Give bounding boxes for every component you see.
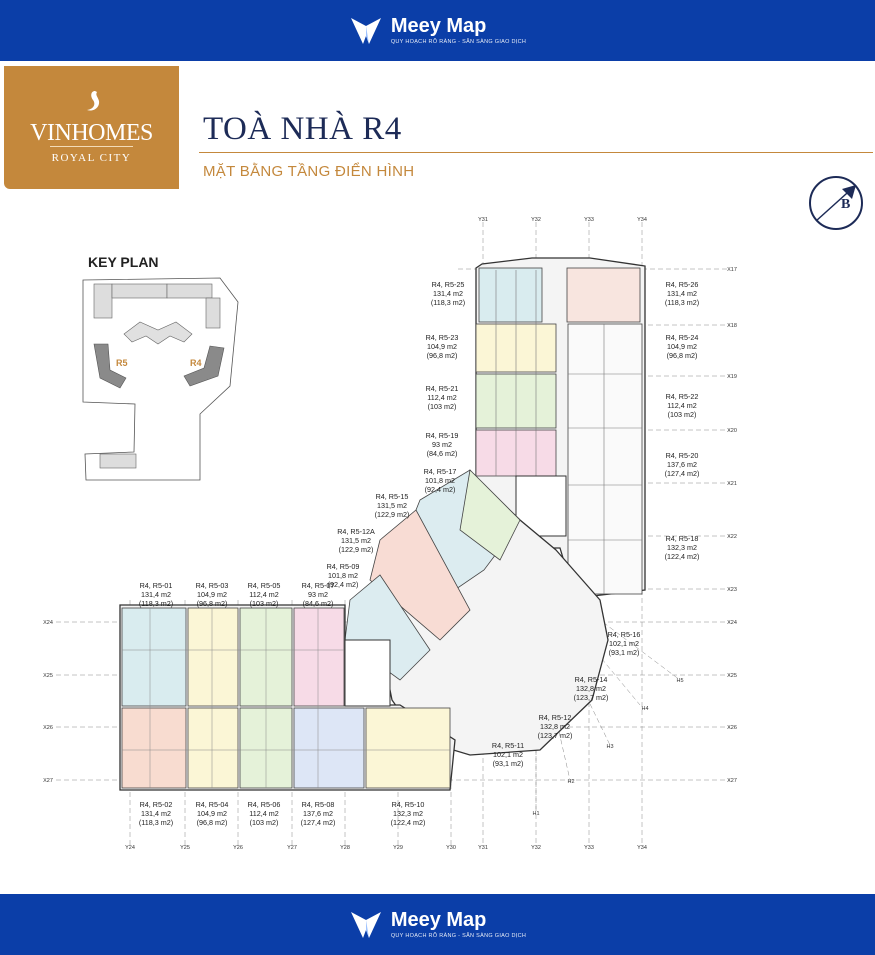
axis-label: X25 <box>727 673 737 679</box>
meey-map-logo-icon <box>350 17 381 44</box>
axis-label: Y25 <box>180 845 190 851</box>
axis-bottom: Y24 Y25 Y26 Y27 Y28 Y29 Y30 Y31 Y32 Y33 … <box>125 845 647 851</box>
axis-diagonal: H1 H2 H3 H4 H5 <box>532 678 683 817</box>
axis-label: X17 <box>727 267 737 273</box>
axis-label: H5 <box>676 678 683 684</box>
axis-label: Y33 <box>584 217 594 223</box>
axis-label: Y33 <box>584 845 594 851</box>
key-plan-title: KEY PLAN <box>88 254 159 270</box>
axis-label: X27 <box>727 778 737 784</box>
axis-left: X24 X25 X26 X27 <box>43 620 53 784</box>
axis-label: Y32 <box>531 217 541 223</box>
axis-label: H4 <box>641 706 648 712</box>
axis-label: X18 <box>727 323 737 329</box>
axis-label: Y24 <box>125 845 135 851</box>
axis-label: Y28 <box>340 845 350 851</box>
vinhomes-logo: VINHOMES ROYAL CITY <box>4 66 179 189</box>
axis-label: Y32 <box>531 845 541 851</box>
axis-label: X24 <box>727 620 737 626</box>
floor-plan: Y31 Y32 Y33 Y34 Y24 Y25 Y26 Y27 Y28 Y29 … <box>43 217 737 851</box>
axis-top: Y31 Y32 Y33 Y34 <box>478 217 647 223</box>
meey-map-logo-icon <box>350 911 381 938</box>
brand-tagline: QUY HOẠCH RÕ RÀNG - SẴN SÀNG GIAO DỊCH <box>390 39 527 45</box>
axis-label: X22 <box>727 534 737 540</box>
axis-label: X20 <box>727 428 737 434</box>
axis-label: X26 <box>43 725 53 731</box>
axis-label: X27 <box>43 778 53 784</box>
key-plan-r5-label: R5 <box>116 358 128 368</box>
axis-label: X21 <box>727 481 737 487</box>
axis-label: Y31 <box>478 845 488 851</box>
axis-label: Y31 <box>478 217 488 223</box>
axis-label: H3 <box>606 744 613 750</box>
axis-label: H1 <box>532 811 539 817</box>
axis-label: X23 <box>727 587 737 593</box>
page-subtitle: MẶT BẰNG TẦNG ĐIỂN HÌNH <box>203 163 415 180</box>
brand-tagline: QUY HOẠCH RÕ RÀNG - SẴN SÀNG GIAO DỊCH <box>390 933 527 939</box>
title-divider <box>199 152 873 153</box>
compass-letter: B <box>841 197 850 212</box>
key-plan-diagram: R5 R4 <box>82 277 239 481</box>
page-title: TOÀ NHÀ R4 <box>203 111 402 147</box>
axis-label: X24 <box>43 620 53 626</box>
project-subname: ROYAL CITY <box>51 152 132 164</box>
axis-labels: Y31 Y32 Y33 Y34 Y24 Y25 Y26 Y27 Y28 Y29 … <box>43 217 737 851</box>
axis-label: Y29 <box>393 845 403 851</box>
axis-label: X26 <box>727 725 737 731</box>
axis-label: Y26 <box>233 845 243 851</box>
header-bar: Meey Map QUY HOẠCH RÕ RÀNG - SẴN SÀNG GI… <box>0 0 875 61</box>
project-name: VINHOMES <box>30 120 153 146</box>
axis-label: X25 <box>43 673 53 679</box>
project-divider <box>50 146 133 147</box>
swan-icon <box>87 91 100 111</box>
axis-label: H2 <box>567 779 574 785</box>
compass-icon: B <box>809 176 863 230</box>
axis-label: Y30 <box>446 845 456 851</box>
key-plan-r4-label: R4 <box>190 358 202 368</box>
axis-label: Y27 <box>287 845 297 851</box>
axis-label: X19 <box>727 374 737 380</box>
axis-label: Y34 <box>637 217 647 223</box>
brand-name: Meey Map <box>390 909 487 931</box>
brand-name: Meey Map <box>390 15 487 37</box>
meey-map-logo-footer[interactable]: Meey Map QUY HOẠCH RÕ RÀNG - SẴN SÀNG GI… <box>349 908 526 942</box>
axis-label: Y34 <box>637 845 647 851</box>
meey-map-logo[interactable]: Meey Map QUY HOẠCH RÕ RÀNG - SẴN SÀNG GI… <box>349 14 526 48</box>
footer-bar: Meey Map QUY HOẠCH RÕ RÀNG - SẴN SÀNG GI… <box>0 894 875 955</box>
axis-right: X17 X18 X19 X20 X21 X22 X23 X24 X25 X26 … <box>727 267 737 784</box>
